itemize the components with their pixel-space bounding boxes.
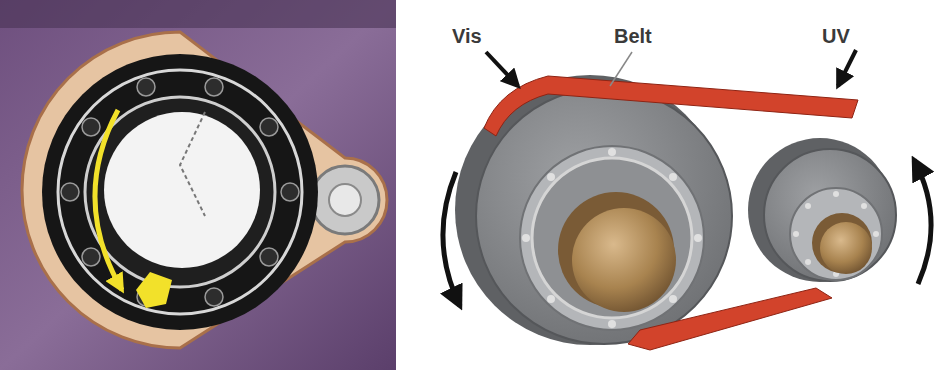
yellow-pointer <box>136 272 172 308</box>
photo-bore <box>104 112 260 268</box>
pointer-arrow <box>838 50 856 86</box>
large-pulley-bearing <box>520 146 704 330</box>
rotation-arrow <box>443 172 460 306</box>
photo-bearing-outer <box>42 54 318 330</box>
part-label: Vis <box>452 26 482 46</box>
photo-bearing-balls <box>61 78 299 306</box>
rotation-arrow <box>95 110 122 290</box>
photo-roller <box>311 166 379 234</box>
large-pulley-face <box>476 88 732 344</box>
large-hub <box>572 208 676 312</box>
small-pulley-bolts <box>793 191 879 277</box>
large-pulley-bolts <box>522 148 702 328</box>
belt-bottom <box>628 288 832 350</box>
photo-inner-race <box>85 97 275 287</box>
part-label: Belt <box>614 26 652 46</box>
photo-bearing-race <box>58 70 302 314</box>
small-hub <box>820 222 872 274</box>
small-pulley-bearing <box>790 188 882 280</box>
small-pulley-face <box>764 149 896 281</box>
leader-line <box>610 52 632 86</box>
photo-roller-core <box>329 184 361 216</box>
photo-background <box>0 0 396 370</box>
photo-shadow <box>0 0 396 28</box>
pointer-arrow <box>486 52 518 86</box>
small-hub-side <box>812 213 872 273</box>
rotation-arrow <box>914 160 931 284</box>
render-background <box>396 0 952 370</box>
photo-dashed-line <box>180 112 205 216</box>
part-label: UV <box>822 26 850 46</box>
photo-belt <box>22 32 387 348</box>
large-pulley-race <box>532 158 692 318</box>
belt-top <box>484 76 858 136</box>
